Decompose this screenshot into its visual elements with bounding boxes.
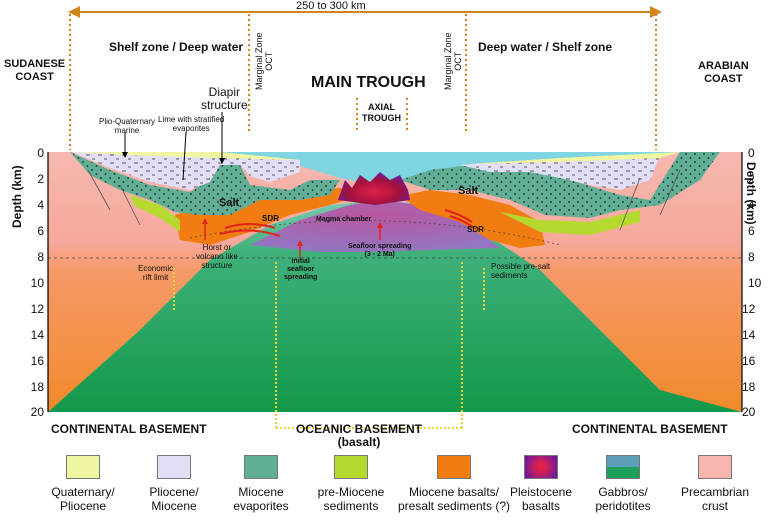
magma-chamber-label: Magma chamber <box>316 216 372 223</box>
tick-right: 0 <box>748 146 755 160</box>
legend-item-pleistocene-basalts: Pleistocene basalts <box>498 455 584 513</box>
right-zone-label: Deep water / Shelf zone <box>478 40 613 54</box>
possible-presalt-label: Possible pre-salt sediments <box>491 262 551 280</box>
legend-label: Quaternary/ Pliocene <box>51 485 115 513</box>
tick-left: 20 <box>30 405 44 419</box>
legend-swatch <box>157 455 191 479</box>
marginal-zone-left-label: Marginal Zone OCT <box>254 32 274 90</box>
left-zone-label: Shelf zone / Deep water <box>109 40 244 54</box>
continental-basement-right-label: CONTINENTAL BASEMENT <box>572 422 728 436</box>
marginal-zone-right-label: Marginal Zone OCT <box>443 32 463 90</box>
tick-right: 2 <box>748 172 755 186</box>
salt-left-label: Salt <box>219 197 240 209</box>
legend-item-precambrian: Precambrian crust <box>672 455 758 513</box>
legend-label: Miocene basalts/ presalt sediments (?) <box>397 485 511 513</box>
legend-item-miocene-basalts: Miocene basalts/ presalt sediments (?) <box>394 455 514 513</box>
seafloor-spreading-label: Seafloor spreading (3 - 2 Ma) <box>348 243 412 258</box>
sdr-left-label: SDR <box>262 214 279 223</box>
legend-label: Miocene evaporites <box>233 485 289 513</box>
initial-seafloor-spreading-label: Initial seafloor spreading <box>284 258 318 281</box>
legend-swatch <box>698 455 732 479</box>
legend-swatch <box>244 455 278 479</box>
tick-left: 4 <box>37 198 44 212</box>
tick-right: 8 <box>748 250 755 264</box>
tick-left: 2 <box>37 172 44 186</box>
axial-trough-label: AXIAL TROUGH <box>362 102 401 123</box>
oceanic-basement-label: OCEANIC BASEMENT (basalt) <box>296 422 423 449</box>
legend-label: Gabbros/ peridotites <box>595 485 651 513</box>
legend-item-miocene-evaporites: Miocene evaporites <box>218 455 304 513</box>
tick-right: 20 <box>742 405 756 419</box>
horst-label: Horst or volcano like structure <box>196 243 238 270</box>
economic-rift-label: Economic rift limit <box>138 264 174 282</box>
lime-evaporites-label: Lime with stratified evaporites <box>158 115 225 133</box>
legend-swatch <box>606 455 640 479</box>
tick-left: 14 <box>30 328 44 342</box>
continental-basement-left-label: CONTINENTAL BASEMENT <box>51 422 207 436</box>
main-trough-label: MAIN TROUGH <box>311 74 426 91</box>
tick-right: 18 <box>742 380 756 394</box>
sudanese-coast-label: SUDANESE COAST <box>4 58 66 83</box>
legend-item-gabbros: Gabbros/ peridotites <box>580 455 666 513</box>
legend-label: Pliocene/ Miocene <box>149 485 199 513</box>
legend-label: pre-Miocene sediments <box>317 485 385 513</box>
arabian-coast-label: ARABIAN COAST <box>698 60 749 85</box>
legend-item-pre-miocene: pre-Miocene sediments <box>308 455 394 513</box>
width-label: 250 to 300 km <box>296 0 366 12</box>
tick-right: 10 <box>748 276 762 290</box>
tick-right: 4 <box>748 198 755 212</box>
plio-quaternary-label: Plio-Quaternary marine <box>99 117 156 135</box>
legend-swatch <box>437 455 471 479</box>
legend-swatch <box>524 455 558 479</box>
legend-item-pliocene-miocene: Pliocene/ Miocene <box>131 455 217 513</box>
legend-label: Pleistocene basalts <box>509 485 573 513</box>
tick-right: 12 <box>742 302 756 316</box>
tick-left: 18 <box>30 380 44 394</box>
tick-left: 16 <box>30 354 44 368</box>
tick-left: 8 <box>37 250 44 264</box>
tick-left: 6 <box>37 224 44 238</box>
sdr-right-label: SDR <box>467 225 484 234</box>
tick-left: 12 <box>30 302 44 316</box>
tick-left: 10 <box>30 276 44 290</box>
legend-swatch <box>334 455 368 479</box>
legend-item-quaternary: Quaternary/ Pliocene <box>40 455 126 513</box>
tick-right: 6 <box>748 224 755 238</box>
salt-right-label: Salt <box>458 185 479 197</box>
tick-right: 16 <box>742 354 756 368</box>
legend-label: Precambrian crust <box>680 485 750 513</box>
tick-right: 14 <box>742 328 756 342</box>
legend-swatch <box>66 455 100 479</box>
diapir-label: Diapir structure <box>201 85 248 112</box>
tick-left: 0 <box>37 146 44 160</box>
